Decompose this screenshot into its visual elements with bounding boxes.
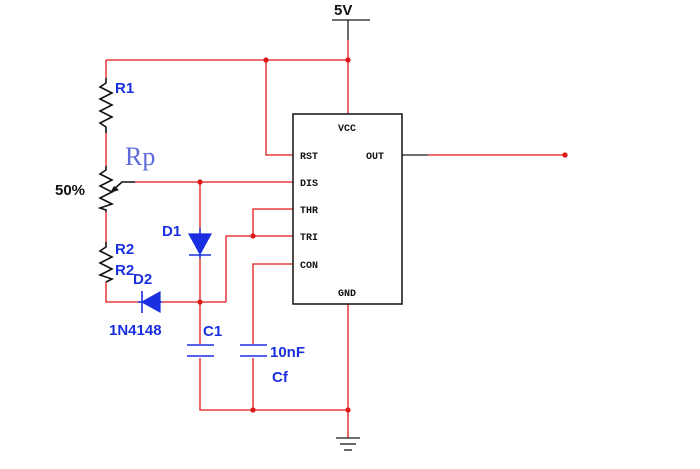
pin-rst: RST	[300, 152, 318, 163]
cf-label: Cf	[272, 369, 289, 386]
wire-rst	[265, 60, 293, 156]
junction-dot	[197, 179, 203, 185]
pin-thr: THR	[300, 206, 318, 217]
ic-body	[292, 113, 403, 305]
d1-label: D1	[162, 223, 181, 240]
wire-thr	[252, 208, 293, 236]
junction-dot	[197, 299, 203, 305]
pin-con: CON	[300, 261, 318, 272]
r1-label: R1	[115, 80, 134, 97]
resistor-r1[interactable]: R1	[98, 78, 134, 133]
junction-dot	[263, 57, 269, 63]
rp-label: Rp	[125, 142, 155, 171]
pin-tri: TRI	[300, 233, 318, 244]
supply-label: 5V	[334, 2, 352, 19]
junction-dot	[345, 57, 351, 63]
timer-ic[interactable]: VCC RST OUT DIS THR TRI CON GND	[292, 113, 428, 305]
capacitor-cf[interactable]: 10nF Cf	[240, 344, 305, 386]
pin-gnd: GND	[338, 289, 356, 300]
output-terminal[interactable]	[562, 152, 568, 158]
junction-dot	[250, 407, 256, 413]
r2-label: R2	[115, 241, 134, 258]
vcc-supply: 5V	[332, 2, 370, 40]
resistor-zigzag	[97, 242, 115, 283]
diode-d1[interactable]: D1	[162, 223, 213, 258]
junctions	[197, 57, 568, 413]
resistor-r2[interactable]: R2 R2	[97, 241, 134, 283]
junction-dot	[345, 407, 351, 413]
c1-label: C1	[203, 323, 222, 340]
pin-dis: DIS	[300, 179, 318, 190]
cf-value: 10nF	[270, 344, 305, 361]
pot-zigzag	[97, 166, 115, 212]
diode-triangle	[187, 233, 213, 256]
wiper-arrow-icon	[110, 186, 119, 193]
ground-icon	[336, 437, 360, 451]
diode-triangle	[140, 290, 161, 314]
potentiometer-rp[interactable]: Rp 50%	[55, 142, 155, 212]
resistor-zigzag	[98, 78, 114, 133]
diode-d2[interactable]: D2 1N4148	[109, 271, 162, 339]
r2-label-overlap: R2	[115, 262, 134, 279]
wire-c1-bottom	[199, 358, 348, 411]
capacitor-c1[interactable]: C1	[187, 323, 222, 357]
wire-con	[252, 263, 293, 344]
pin-out: OUT	[366, 152, 384, 163]
wire-r2-d2	[105, 282, 138, 303]
rp-setting: 50%	[55, 182, 85, 199]
pin-vcc: VCC	[338, 124, 356, 135]
d2-part: 1N4148	[109, 322, 162, 339]
junction-dot	[250, 233, 256, 239]
d2-label: D2	[133, 271, 152, 288]
wires	[105, 40, 565, 438]
wire-tri	[225, 235, 293, 302]
pot-wiper	[112, 181, 135, 191]
